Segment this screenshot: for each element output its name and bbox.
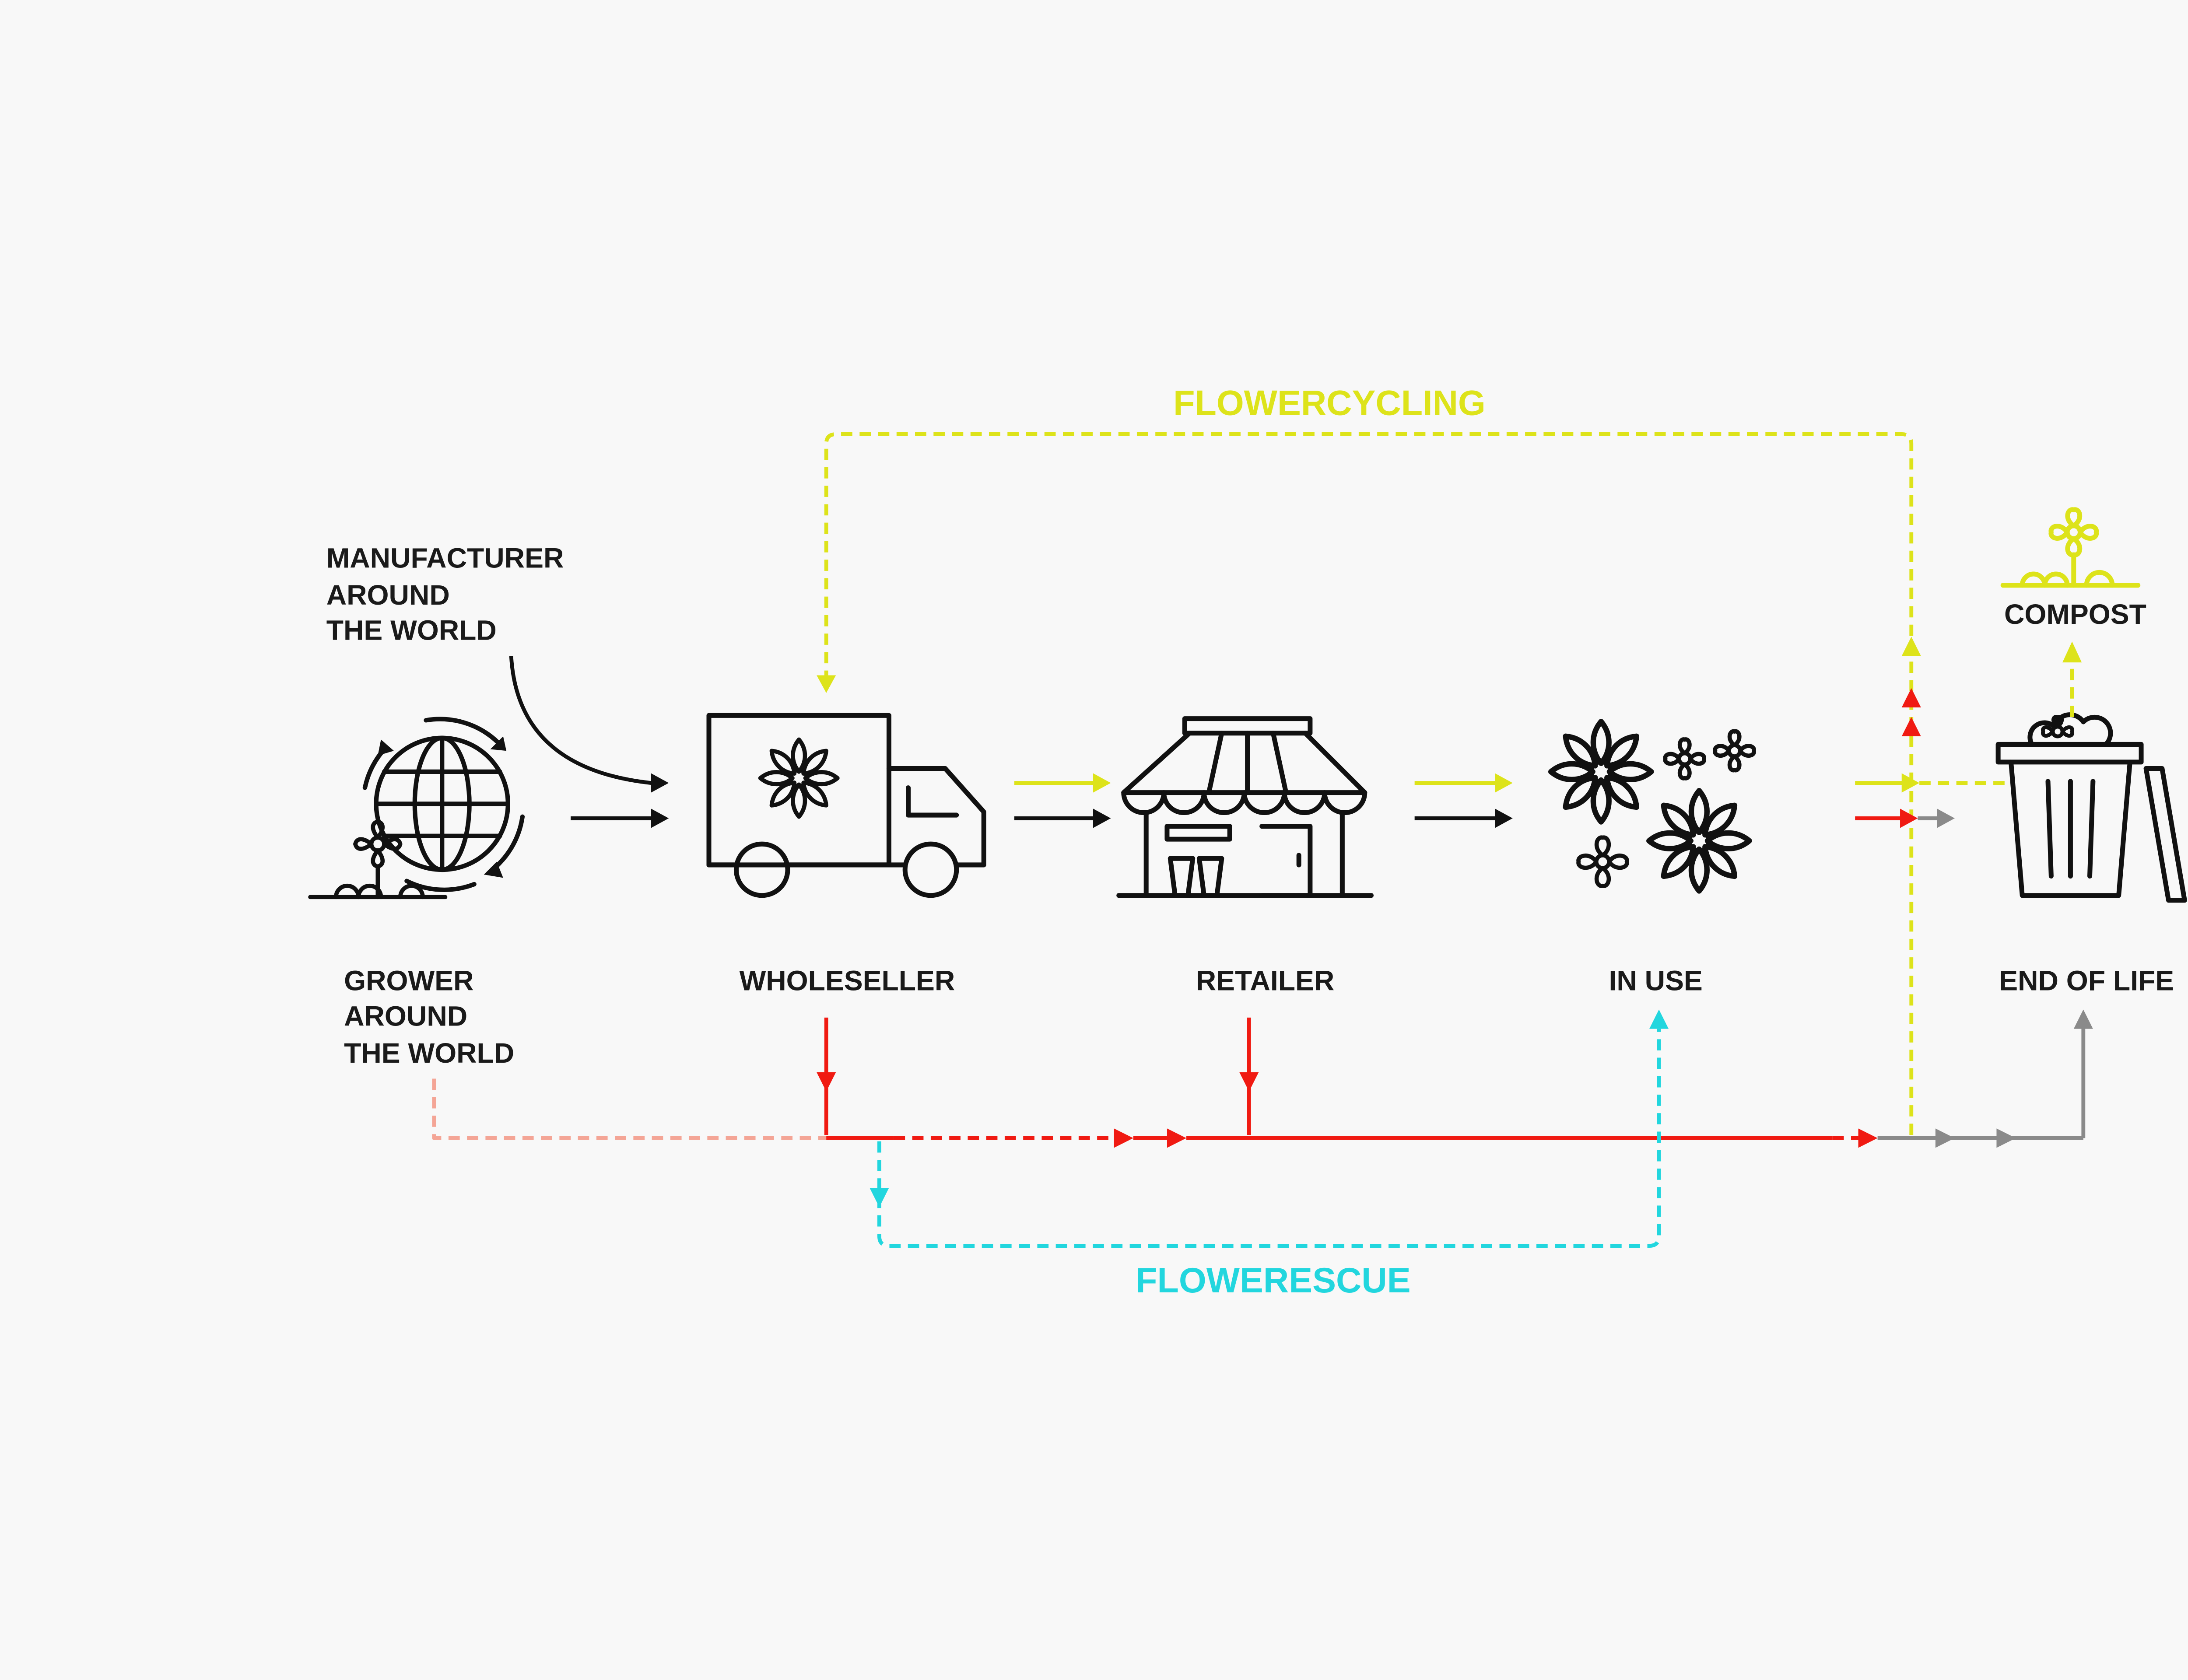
flowers-icon <box>1551 721 1756 891</box>
svg-text:GROWER: GROWER <box>344 965 473 996</box>
bin-flower-icon <box>2041 715 2075 738</box>
svg-text:THE WORLD: THE WORLD <box>326 615 497 646</box>
in-use-label: IN USE <box>1609 965 1703 996</box>
delivery-truck-icon <box>706 713 986 898</box>
globe-with-flower-icon <box>308 717 525 900</box>
inuse-to-endoflife-arrows <box>1855 688 2006 828</box>
retailer-label: RETAILER <box>1196 965 1335 996</box>
svg-text:MANUFACTURER: MANUFACTURER <box>326 542 564 574</box>
manufacturer-arrow <box>509 656 669 793</box>
manufacturer-label: MANUFACTURER AROUND THE WORLD <box>326 542 564 646</box>
flowercycling-title: FLOWERCYCLING <box>1173 383 1486 423</box>
waste-flow-line <box>817 1017 1878 1148</box>
end-of-life-label: END OF LIFE <box>1999 965 2174 996</box>
bin-to-compost-arrow <box>2062 641 2082 717</box>
svg-text:AROUND: AROUND <box>326 579 450 611</box>
compost-label: COMPOST <box>2004 598 2146 630</box>
sprouting-flower-icon <box>2000 507 2141 588</box>
svg-text:THE WORLD: THE WORLD <box>344 1037 514 1069</box>
svg-text:AROUND: AROUND <box>344 1000 467 1032</box>
grower-waste-line <box>432 1078 827 1140</box>
wholeseller-to-retailer-arrows <box>1014 773 1111 828</box>
flowercycling-loop <box>817 432 1921 1135</box>
grower-to-wholeseller-arrow <box>571 808 669 828</box>
wholeseller-label: WHOLESELLER <box>740 965 955 996</box>
retailer-to-inuse-arrows <box>1414 773 1513 828</box>
flowerescue-title: FLOWERESCUE <box>1136 1261 1410 1300</box>
flowerescue-loop <box>870 1009 1669 1248</box>
shop-icon <box>1116 716 1374 898</box>
trash-bin-icon <box>1995 712 2187 903</box>
grower-label: GROWER AROUND THE WORLD <box>344 965 514 1068</box>
end-flow-line <box>1877 1009 2093 1148</box>
